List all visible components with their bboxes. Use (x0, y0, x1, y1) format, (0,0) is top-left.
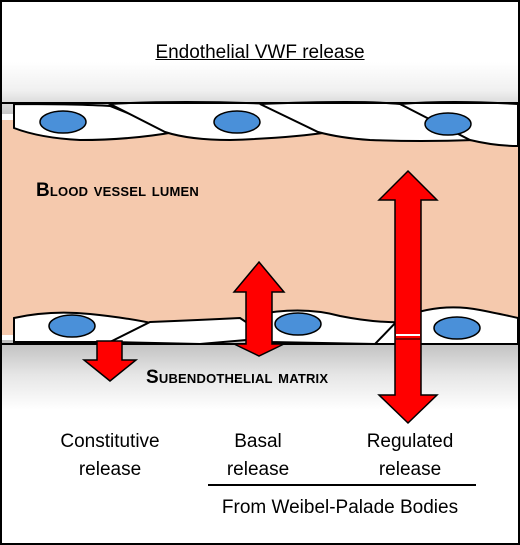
diagram-title: Endothelial VWF release (155, 42, 365, 63)
constitutive-release-label: Constitutive release (60, 431, 160, 480)
basal-release-arrow (232, 260, 286, 357)
constitutive-release-arrow (81, 340, 139, 382)
nucleus (213, 110, 261, 134)
nucleus (48, 314, 96, 338)
nucleus (274, 312, 322, 336)
regulated-release-arrow (377, 169, 439, 425)
matrix-label: Subendothelial matrix (146, 367, 329, 388)
lumen-label: Blood vessel lumen (36, 180, 199, 201)
regulated-release-label: Regulated release (366, 431, 454, 480)
weibel-palade-footer: From Weibel-Palade Bodies (221, 497, 459, 518)
nucleus (433, 316, 481, 340)
upper-nuclei (39, 110, 472, 136)
lower-nuclei (48, 312, 481, 340)
nucleus (39, 110, 87, 134)
nucleus (424, 112, 472, 136)
basal-release-label: Basal release (226, 431, 290, 480)
